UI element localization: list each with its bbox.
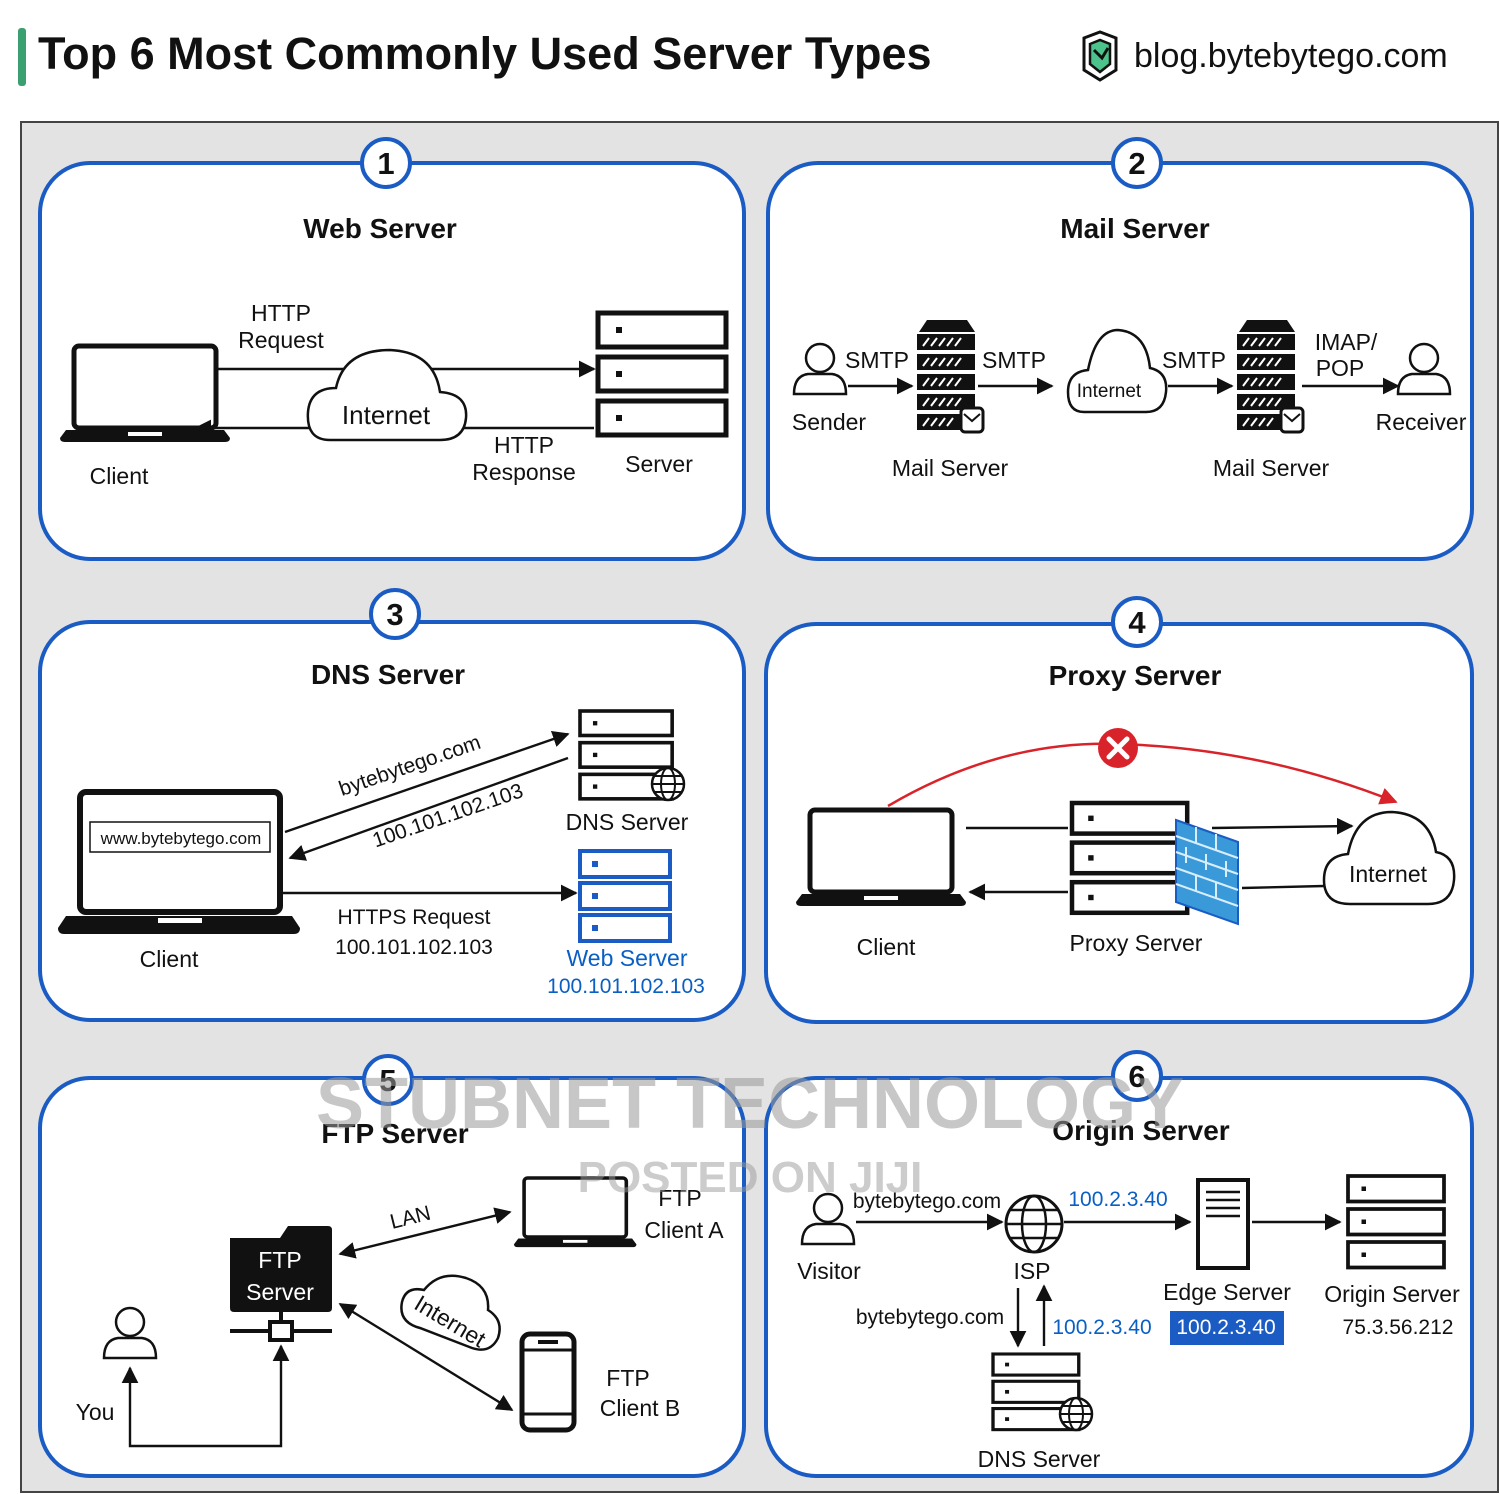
- isp-label: ISP: [1013, 1258, 1050, 1284]
- you-label: You: [76, 1399, 115, 1425]
- dns-server-label: DNS Server: [978, 1446, 1101, 1472]
- panel-title: Mail Server: [1060, 213, 1210, 244]
- panel-number: 5: [379, 1063, 396, 1098]
- brand: blog.bytebytego.com: [1078, 30, 1448, 82]
- brand-url: blog.bytebytego.com: [1134, 36, 1448, 75]
- url-bar-text: www.bytebytego.com: [100, 829, 262, 848]
- server-label: Server: [625, 451, 693, 477]
- edge-server-icon: [1196, 1178, 1250, 1270]
- isp-globe-icon: [1004, 1194, 1064, 1254]
- dns-query-arrow: [284, 731, 570, 834]
- panel-ftp-server: 5 FTP Server FTP Server LAN Internet FTP…: [38, 1054, 746, 1478]
- panel-origin-server: 6 Origin Server bytebytego.com 100.2.3.4…: [764, 1050, 1474, 1478]
- blocked-x-icon: [1098, 728, 1138, 768]
- mail-server-1-icon: [915, 318, 985, 434]
- internet-cloud-icon: [1066, 328, 1168, 414]
- ftp-server-folder-icon: [230, 1226, 332, 1342]
- imap-label-2: POP: [1316, 355, 1365, 381]
- panel-number: 1: [377, 146, 394, 181]
- panel-number: 2: [1128, 146, 1145, 181]
- you-connection-line: [121, 1344, 290, 1448]
- mail-server-label-1: Mail Server: [892, 455, 1009, 481]
- smtp-label-1: SMTP: [845, 347, 909, 373]
- internet-arrow: [338, 1302, 514, 1412]
- lan-arrow: [338, 1207, 512, 1259]
- domain-label-1: bytebytego.com: [853, 1190, 1001, 1213]
- smtp-label-3: SMTP: [1162, 347, 1226, 373]
- client-laptop-icon: [796, 810, 966, 906]
- watermark-line-1: STUBNET TECHNOLOGY: [316, 1064, 1184, 1144]
- client-a-label-1: FTP: [658, 1185, 701, 1211]
- client-b-label-2: Client B: [600, 1395, 681, 1421]
- edge-ip-label: 100.2.3.40: [1176, 1316, 1275, 1339]
- ip-label-2: 100.2.3.40: [1052, 1316, 1151, 1339]
- edge-ip-highlight: [1170, 1311, 1284, 1345]
- panel-dns-server: 3 DNS Server www.bytebytego.com bytebyte…: [38, 588, 746, 1022]
- proxy-server-icon: [1072, 803, 1187, 913]
- edge-server-label: Edge Server: [1163, 1279, 1291, 1305]
- mail-server-label-2: Mail Server: [1213, 455, 1330, 481]
- client-label: Client: [140, 946, 199, 972]
- client-label: Client: [857, 934, 916, 960]
- panel-title: Origin Server: [1052, 1115, 1230, 1146]
- sender-label: Sender: [792, 409, 867, 435]
- client-a-label-2: Client A: [644, 1217, 724, 1243]
- server-rack-icon: [598, 313, 726, 435]
- panel-number: 3: [386, 597, 403, 632]
- globe-icon: [650, 766, 686, 802]
- internet-label: Internet: [1077, 381, 1142, 402]
- client-label: Client: [90, 463, 149, 489]
- panel-web-server: 1 Web Server Internet HTTP Request HTTP …: [38, 137, 746, 561]
- internet-label: Internet: [342, 400, 431, 430]
- panel-mail-server: 2 Mail Server Internet SMTP SMTP SMTP IM…: [766, 137, 1474, 561]
- origin-ip-label: 75.3.56.212: [1343, 1316, 1454, 1339]
- ftp-server-label-2: Server: [246, 1279, 314, 1305]
- client-laptop-icon: [58, 789, 300, 934]
- http-request-label-1: HTTP: [251, 300, 311, 326]
- panel-number: 6: [1128, 1059, 1145, 1094]
- imap-label-1: IMAP/: [1315, 329, 1378, 355]
- smtp-label-2: SMTP: [982, 347, 1046, 373]
- firewall-icon: [1175, 818, 1239, 926]
- panel-number: 4: [1128, 605, 1146, 640]
- bytebytego-logo-icon: [1082, 30, 1118, 82]
- panel-title: Web Server: [303, 213, 457, 244]
- title-accent-bar: [18, 28, 26, 86]
- https-ip-label: 100.101.102.103: [335, 936, 493, 959]
- mail-server-2-icon: [1235, 318, 1305, 434]
- ip-label-1: 100.2.3.40: [1068, 1188, 1167, 1211]
- internet-cloud-icon: [306, 348, 468, 442]
- origin-server-label: Origin Server: [1324, 1281, 1460, 1307]
- web-server-label: Web Server: [566, 945, 687, 971]
- client-b-phone-icon: [519, 1331, 577, 1433]
- proxy-server-label: Proxy Server: [1070, 930, 1203, 956]
- panel-title: DNS Server: [311, 659, 465, 690]
- panel-title: Proxy Server: [1049, 660, 1222, 691]
- client-b-label-1: FTP: [606, 1365, 649, 1391]
- internet-cloud-icon: [1322, 810, 1456, 906]
- page-title: Top 6 Most Commonly Used Server Types: [38, 28, 932, 79]
- dns-answer-arrow: [288, 756, 569, 861]
- web-server-icon: [578, 849, 672, 943]
- internet-label: Internet: [1349, 861, 1428, 887]
- ftp-server-label-1: FTP: [258, 1247, 301, 1273]
- origin-server-icon: [1346, 1174, 1446, 1270]
- domain-label-2: bytebytego.com: [856, 1306, 1004, 1329]
- http-request-label-2: Request: [238, 327, 324, 353]
- visitor-label: Visitor: [797, 1258, 861, 1284]
- dns-server-label: DNS Server: [566, 809, 689, 835]
- receiver-label: Receiver: [1376, 409, 1467, 435]
- http-response-label-2: Response: [472, 459, 576, 485]
- web-server-ip-label: 100.101.102.103: [547, 975, 705, 998]
- https-request-label: HTTPS Request: [338, 906, 491, 929]
- watermark-line-2: POSTED ON JIJI: [578, 1153, 923, 1202]
- globe-icon: [1058, 1396, 1094, 1432]
- http-response-label-1: HTTP: [494, 432, 554, 458]
- panel-title: FTP Server: [321, 1118, 468, 1149]
- panel-proxy-server: 4 Proxy Server Client Proxy Server Inter…: [764, 596, 1474, 1024]
